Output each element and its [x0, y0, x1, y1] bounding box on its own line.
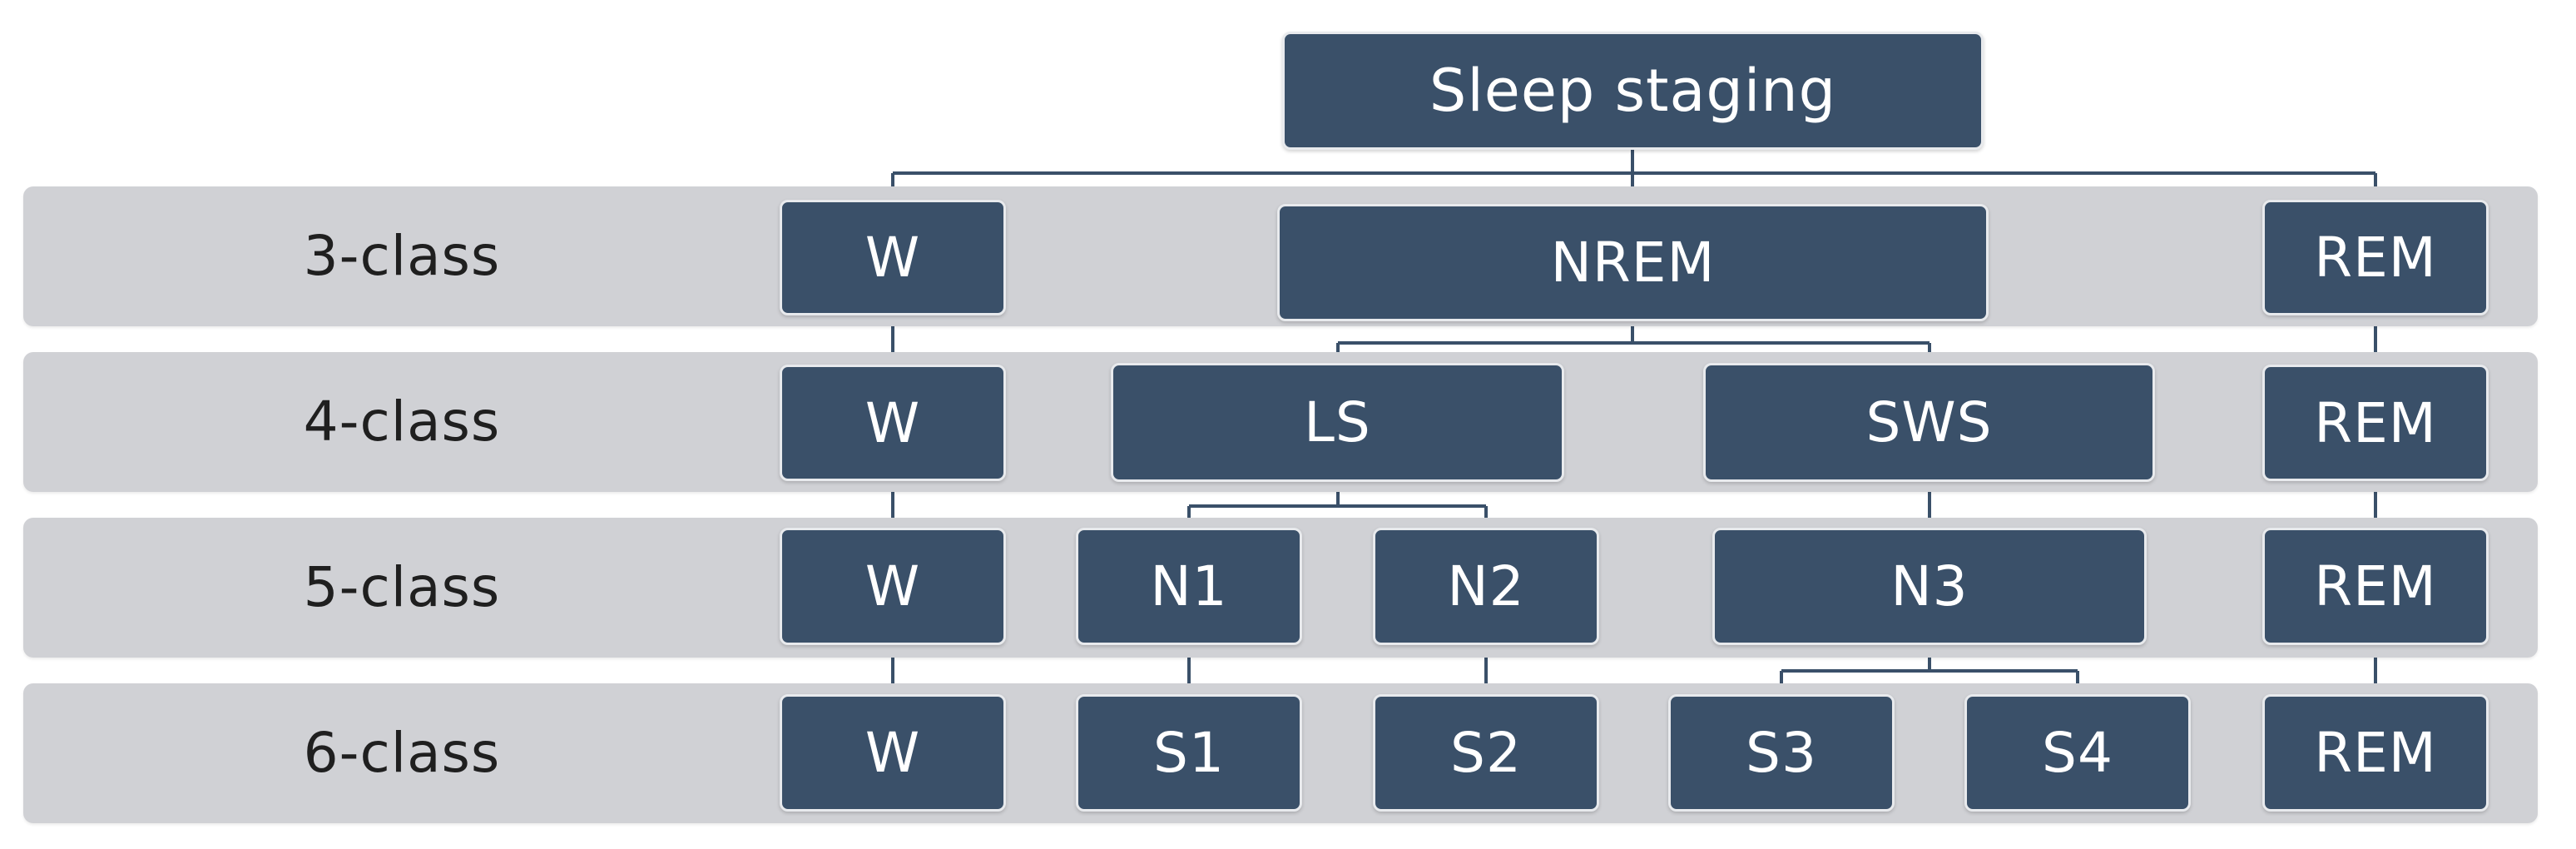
- row-label-5-class: 5-class: [303, 555, 501, 619]
- node-3-class-w: W: [780, 200, 1006, 315]
- node-6-class-s4: S4: [1964, 694, 2191, 812]
- node-5-class-n2: N2: [1373, 528, 1599, 645]
- node-3-class-rem: REM: [2262, 200, 2489, 315]
- node-4-class-w: W: [780, 365, 1006, 481]
- node-6-class-rem: REM: [2262, 694, 2489, 812]
- node-5-class-w: W: [780, 528, 1006, 645]
- node-6-class-s2: S2: [1373, 694, 1599, 812]
- node-5-class-n3: N3: [1712, 528, 2147, 645]
- node-5-class-n1: N1: [1076, 528, 1302, 645]
- row-label-3-class: 3-class: [303, 224, 501, 288]
- node-6-class-w: W: [780, 694, 1006, 812]
- node-5-class-rem: REM: [2262, 528, 2489, 645]
- node-4-class-ls: LS: [1111, 363, 1564, 482]
- row-label-6-class: 6-class: [303, 721, 501, 785]
- node-6-class-s3: S3: [1668, 694, 1895, 812]
- node-4-class-sws: SWS: [1703, 363, 2155, 482]
- node-4-class-rem: REM: [2262, 365, 2489, 481]
- row-label-4-class: 4-class: [303, 390, 501, 454]
- node-3-class-nrem: NREM: [1277, 204, 1989, 321]
- root-node-sleep-staging: Sleep staging: [1282, 32, 1984, 150]
- node-6-class-s1: S1: [1076, 694, 1302, 812]
